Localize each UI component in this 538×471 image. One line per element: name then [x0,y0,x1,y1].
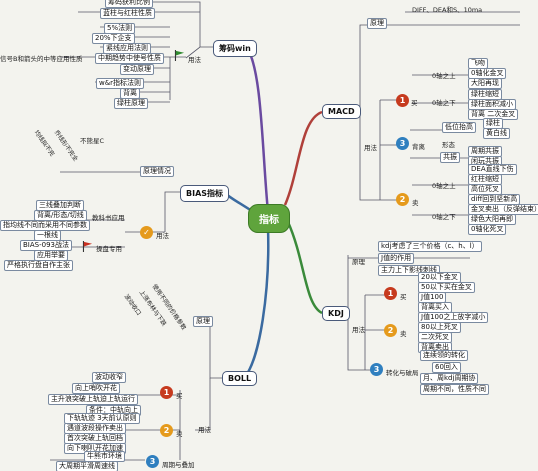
kdj-change-item[interactable]: 月、周kdj周期协 [420,373,479,384]
boll-buy-item[interactable]: 波动收窄 [92,372,126,383]
kdj-change: 转化与破局 [386,369,419,377]
blue-badge-3-icon: 3 [396,137,409,150]
kdj-buy-item[interactable]: 50以下买在金叉 [418,282,475,293]
orange-badge-2-icon: 2 [160,424,173,437]
kdj-change-item[interactable]: 周期不同，性质不同 [420,384,489,395]
macd-buy: 买 [411,99,418,107]
branch-macd[interactable]: MACD [322,104,361,119]
chouma-mid-item[interactable]: 中期趋势中使号性质 [95,53,164,64]
red-flag-icon [82,241,93,252]
branch-boll[interactable]: BOLL [222,371,258,386]
macd-resonance[interactable]: 共振 [440,152,460,163]
bias-textbook: 教科书应用 [92,214,125,222]
branch-chouma[interactable]: 筹码win [213,40,257,57]
boll-principle[interactable]: 原理 [193,316,213,327]
kdj-principle-item[interactable]: J值的作用 [378,253,415,264]
kdj-buy: 买 [400,293,407,301]
kdj-principle-item[interactable]: kdj考虑了三个价格（c、h、l） [378,241,482,252]
bias-principle[interactable]: 原理情况 [140,166,174,177]
red-badge-1-icon: 1 [396,94,409,107]
orange-badge-2-icon: 2 [384,324,397,337]
kdj-change-item[interactable]: 60回入 [432,362,461,373]
branch-bias[interactable]: BIAS指标 [180,185,230,202]
chouma-bottom-item[interactable]: 绿柱原理 [114,98,148,109]
macd-zero-above: 0轴之上 [432,72,456,80]
macd-principle-detail: DIFF、DEA和S、10ma [412,6,483,14]
macd-back-top2[interactable]: 黄白线 [483,128,510,139]
kdj-usage: 用法 [352,326,365,334]
boll-combo-item[interactable]: 大周期平滑周速线 [56,461,118,471]
boll-buy-item[interactable]: 向上哨吹开花 [72,383,120,394]
red-badge-1-icon: 1 [160,386,173,399]
boll-usage: 用法 [198,426,211,434]
blue-badge-3-icon: 3 [370,363,383,376]
boll-buy: 买 [176,392,183,400]
center-node[interactable]: 指标 [248,204,290,233]
bias-usage: 用法 [156,232,169,240]
bias-practical-item[interactable]: 严格执行盘自作主张 [4,260,73,271]
chouma-top-item[interactable]: 筹码获利比例 [105,0,153,8]
macd-zero-below: 0轴之下 [432,99,456,107]
macd-sell-below[interactable]: 0轴化死叉 [468,224,507,235]
boll-sell: 卖 [176,430,183,438]
macd-buy-above[interactable]: 大阳再现 [468,78,502,89]
macd-principle[interactable]: 原理 [367,18,387,29]
macd-back: 背离 [412,143,425,151]
orange-badge-2-icon: 2 [396,193,409,206]
macd-sell-zero-below: 0轴之下 [432,213,456,221]
orange-badge-icon: ✓ [140,226,153,239]
macd-sell-zero-above: 0轴之上 [432,182,456,190]
red-badge-1-icon: 1 [384,287,397,300]
chouma-flag-label: 用法 [188,56,201,64]
kdj-change-item[interactable]: 连续领的转化 [420,350,468,361]
boll-buy-item[interactable]: 主升浪突破上轨迫上轨运行 [48,394,138,405]
chouma-left-label: 信号B和箭头的中等应用性质 [0,55,83,63]
macd-form: 形态 [442,141,455,149]
branch-kdj[interactable]: KDJ [322,306,350,321]
chouma-top-item[interactable]: 蓝柱与红柱性质 [100,8,155,19]
bias-practical: 操盘专用 [96,245,122,253]
macd-back-top[interactable]: 低位抬高 [442,122,476,133]
boll-combo: 周期与叠加 [162,461,195,469]
blue-badge-3-icon: 3 [146,455,159,468]
bias-left-top: 不熊星C [80,137,105,145]
kdj-principle-item[interactable]: 主力上下影线刺线 [378,265,440,276]
kdj-principle: 原理 [352,258,365,266]
kdj-sell: 卖 [400,330,407,338]
chouma-change[interactable]: 变动原理 [120,64,154,75]
green-flag-icon [174,50,185,61]
macd-sell: 卖 [412,199,419,207]
macd-usage: 用法 [364,144,377,152]
